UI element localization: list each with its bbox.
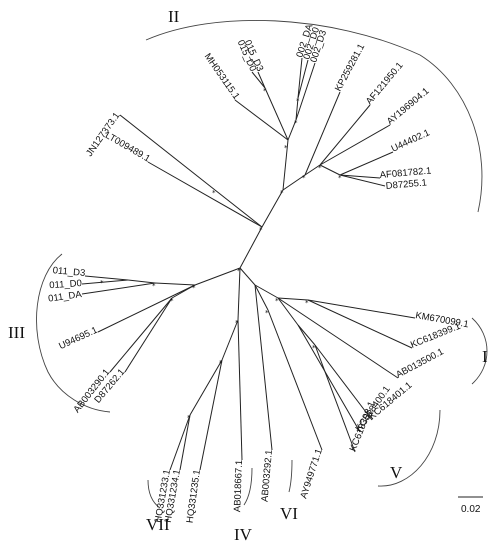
clade-label-I: I (482, 347, 488, 366)
leaf-label: KP259281.1 (333, 42, 367, 93)
leaf-label: AB013500.1 (394, 346, 445, 380)
leaf-label: U44402.1 (390, 127, 432, 154)
clade-arc-IV (243, 467, 253, 506)
support-marker: * (263, 87, 267, 95)
support-marker: * (265, 309, 269, 317)
clade-label-V: V (390, 463, 403, 482)
support-marker: * (338, 174, 342, 182)
leaf-label: KC618399.1 (409, 321, 462, 351)
leaf-label: 011_D3 (52, 265, 85, 279)
support-marker: * (187, 414, 191, 422)
support-marker: * (305, 299, 309, 307)
support-marker: * (192, 284, 196, 292)
terminal-branches (81, 57, 416, 471)
support-marker: * (237, 267, 241, 275)
support-marker: * (212, 189, 216, 197)
clade-arc-VI (288, 459, 293, 493)
clade-label-III: III (8, 323, 25, 342)
support-marker: * (280, 189, 284, 197)
clade-arc-III (36, 253, 111, 413)
support-marker: * (296, 97, 300, 105)
clade-labels: II III I V VI IV VII (8, 7, 488, 544)
support-marker: * (152, 282, 156, 290)
leaf-label: AY949771.1 (298, 448, 324, 500)
clade-arc-I (471, 317, 488, 385)
leaf-label: 011_D0 (49, 278, 82, 291)
scale-bar: 0.02 (458, 496, 483, 515)
support-marker: * (284, 144, 288, 152)
clade-label-IV: IV (234, 525, 253, 544)
backbone (127, 87, 341, 416)
leaf-label: 011_DA (48, 289, 83, 305)
clade-arc-V (377, 409, 441, 487)
support-marker: * (219, 359, 223, 367)
scale-bar-label: 0.02 (461, 504, 481, 515)
support-markers: * * * * * * * * * * * * * * * * * * * * … (100, 87, 342, 422)
leaf-label: D87255.1 (385, 177, 427, 192)
clade-label-II: II (168, 7, 180, 26)
leaf-label: AY196904.1 (385, 86, 432, 128)
leaf-label: AB003292.1 (259, 449, 275, 502)
support-marker: * (312, 344, 316, 352)
leaf-label: LT009489.1 (103, 130, 152, 165)
support-marker: * (275, 297, 279, 305)
support-marker: * (170, 297, 174, 305)
support-marker: * (259, 226, 263, 234)
leaf-label: AB018667.1 (232, 460, 245, 513)
leaf-labels: 002_DA 002_D0 002_D3 015_D3 015_D0 MH053… (48, 22, 470, 524)
clade-label-VI: VI (280, 504, 298, 523)
support-marker: * (302, 174, 306, 182)
leaf-label: AF121950.1 (364, 60, 406, 107)
support-marker: * (235, 319, 239, 327)
leaf-label: MH053115.1 (202, 51, 242, 101)
clade-arcs (36, 19, 488, 509)
leaf-label: HQ331235.1 (185, 469, 203, 524)
clade-arc-II (145, 19, 483, 213)
support-marker: * (318, 164, 322, 172)
support-marker: * (100, 279, 104, 287)
support-marker: * (294, 119, 298, 127)
leaf-label: AF081782.1 (379, 166, 432, 181)
clade-arc-VII (147, 479, 161, 509)
clade-label-VII: VII (146, 515, 170, 534)
leaf-label: U94695.1 (57, 325, 99, 352)
